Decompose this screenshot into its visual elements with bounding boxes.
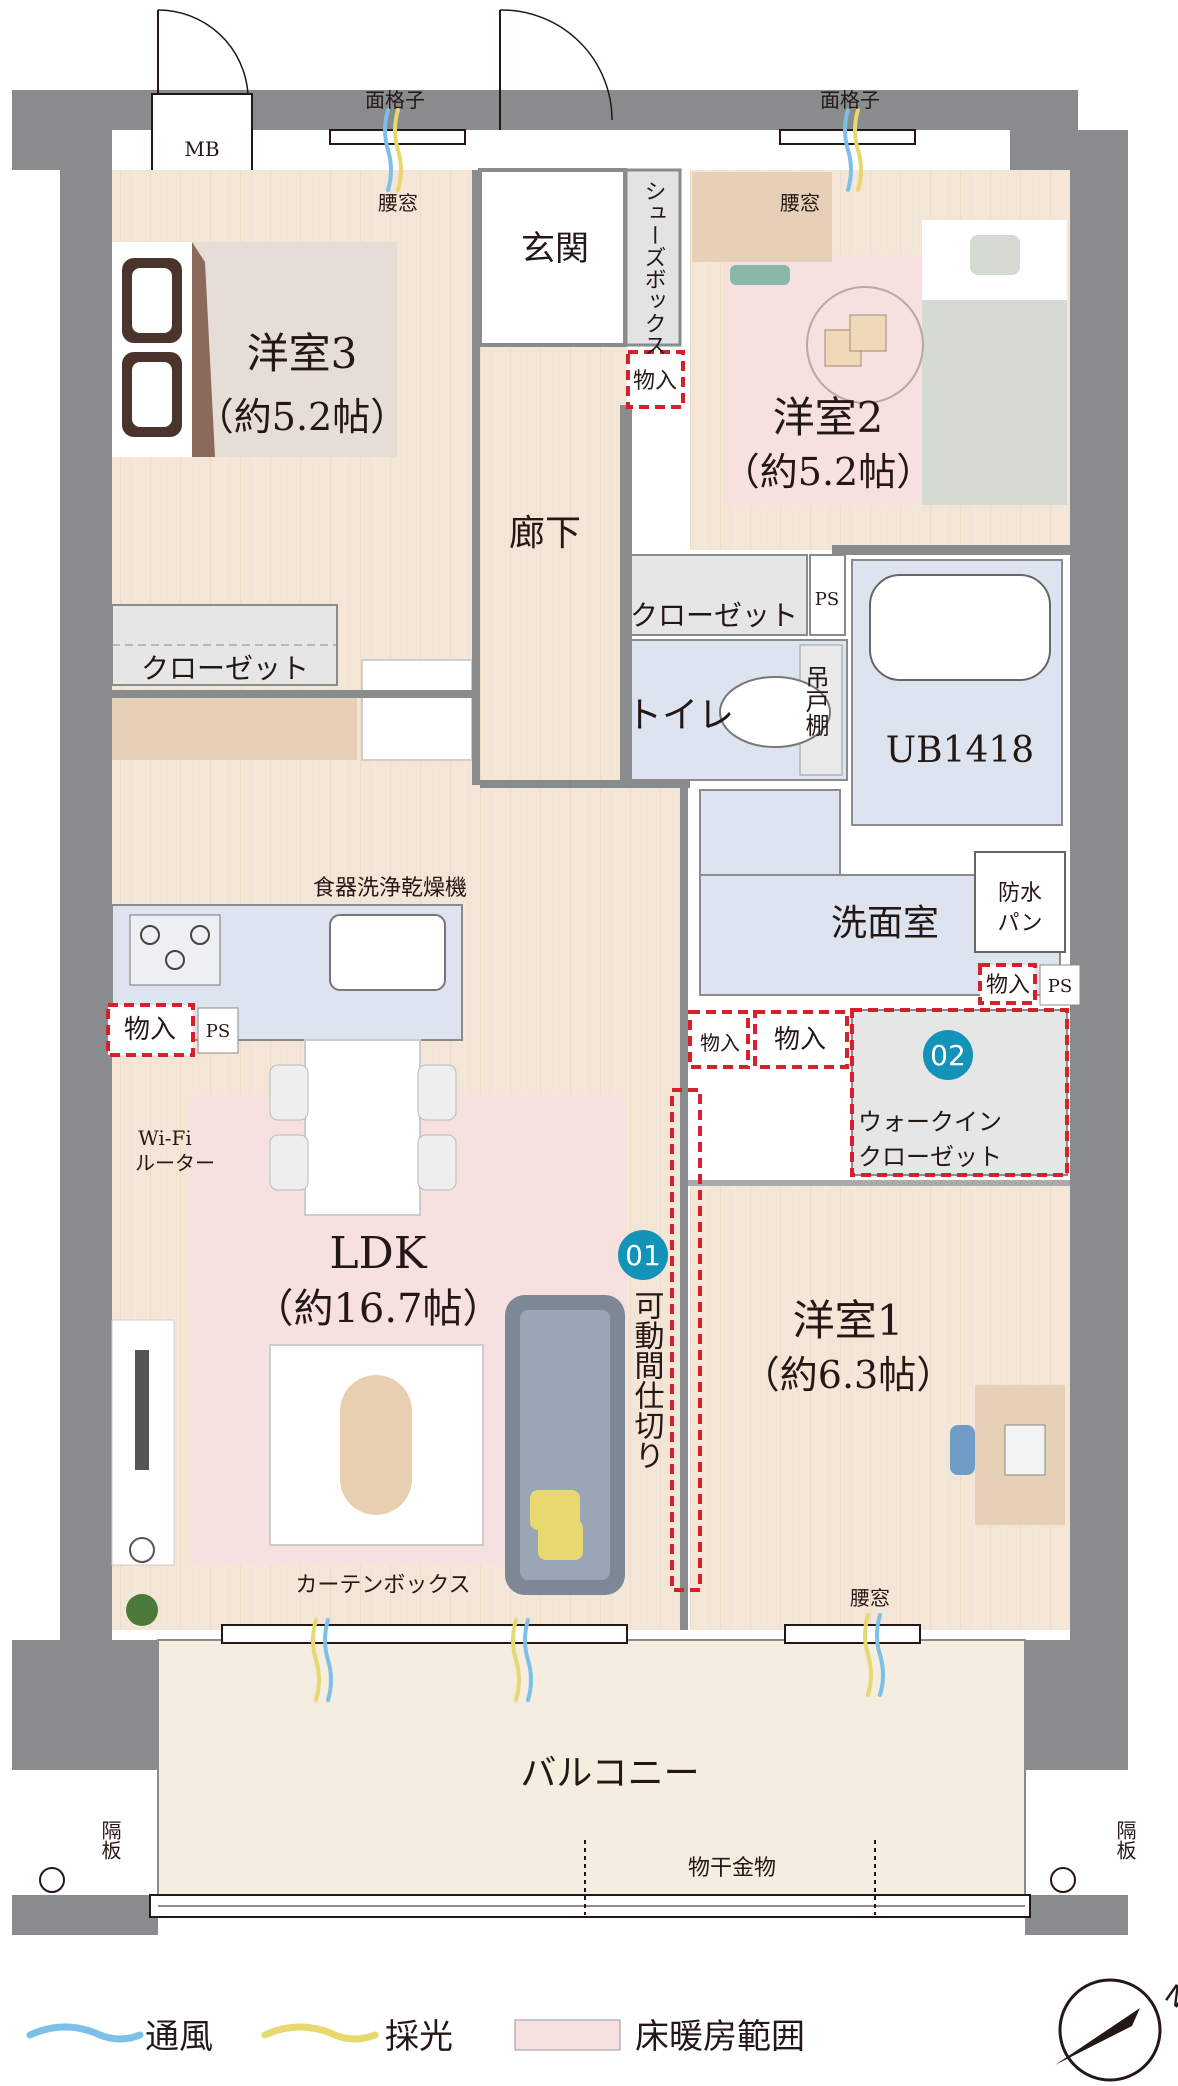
entrance-label: 玄関 (521, 229, 589, 269)
storage-boxes (626, 350, 1037, 1069)
closet-room2-label: クローゼット (630, 599, 798, 632)
curtain-box-label: カーテンボックス (295, 1573, 470, 1598)
walk-in-closet-line2: クローゼット (858, 1143, 1002, 1171)
balcony (39, 1639, 1076, 1918)
room3-name: 洋室3 (247, 329, 358, 378)
bath-label: UB1418 (886, 730, 1034, 771)
storage-entrance-label: 物入 (633, 369, 677, 394)
waterproof-pan-line1: 防水 (998, 881, 1042, 906)
daylight-swatch (261, 2023, 379, 2043)
storage-washroom-label: 物入 (986, 973, 1030, 998)
partition-board-left: 隔板 (98, 1820, 122, 1860)
room3-furniture (111, 242, 473, 761)
closet-room3-label: クローゼット (141, 652, 309, 685)
partition-board-right: 隔板 (1113, 1820, 1137, 1860)
exterior-walls (12, 90, 1128, 1935)
washroom-label: 洗面室 (831, 903, 939, 944)
ldk-name: LDK (329, 1228, 427, 1279)
compass-needle-icon (1055, 2008, 1140, 2065)
ldk-size: （約16.7帖） (253, 1286, 502, 1332)
storage-kitchen-label: 物入 (124, 1015, 176, 1045)
walk-in-closet-line1: ウォークイン (858, 1108, 1002, 1136)
ventilation-swatch (26, 2023, 144, 2043)
lattice-right-label: 面格子 (820, 88, 880, 112)
storage-mid-label: 物入 (774, 1025, 826, 1055)
room2-furniture (692, 172, 1067, 505)
badge-02-text: 02 (930, 1039, 966, 1072)
entrance (478, 9, 682, 347)
room2-size: （約5.2帖） (722, 450, 934, 494)
wifi-label-line1: Wi-Fi (138, 1126, 192, 1150)
movable-partition (670, 1088, 702, 1592)
ps-label-kitchen: PS (206, 1021, 230, 1042)
hallway-label: 廊下 (509, 513, 581, 554)
legend-ventilation-label: 通風 (145, 2017, 213, 2057)
dishwasher-label: 食器洗浄乾燥機 (313, 876, 467, 901)
drying-rack-label: 物干金物 (688, 1856, 776, 1881)
badge-01-text: 01 (625, 1239, 661, 1272)
hanging-shelf-label: 吊戸棚 (801, 665, 829, 737)
ldk-furniture (111, 1039, 625, 1626)
badge-01 (618, 1230, 668, 1280)
room1-size: （約6.3帖） (742, 1353, 954, 1397)
waist-window-room1-label: 腰窓 (850, 1586, 890, 1610)
legend (26, 2019, 621, 2051)
storage-small-label: 物入 (700, 1031, 740, 1055)
movable-partition-label: 可動間仕切り (629, 1290, 665, 1470)
ps-label-upper: PS (815, 589, 839, 610)
shoe-box-label: シューズボックス (641, 180, 666, 356)
compass-north-label: N (1159, 1979, 1178, 2015)
waterproof-pan-line2: パン (997, 911, 1042, 936)
room1-name: 洋室1 (793, 1296, 904, 1345)
toilet-label: トイレ (626, 695, 734, 736)
interior-walls (112, 170, 1070, 1630)
room1-furniture (950, 1385, 1065, 1525)
waist-window-left-label: 腰窓 (378, 191, 418, 215)
room3-size: （約5.2帖） (196, 395, 408, 439)
room2-name: 洋室2 (773, 393, 884, 442)
lattice-left-label: 面格子 (365, 88, 425, 112)
mb-label: MB (184, 137, 219, 161)
compass (1055, 1978, 1162, 2082)
balcony-label: バルコニー (520, 1753, 699, 1794)
badge-02 (923, 1030, 973, 1080)
ps-label-washroom: PS (1048, 976, 1072, 997)
floor-heating-swatch (514, 2019, 621, 2051)
wet-area (626, 554, 1081, 1006)
waist-window-right-label: 腰窓 (780, 191, 820, 215)
airflow-arrows (311, 108, 885, 1702)
wifi-label-line2: ルーター (135, 1151, 215, 1175)
kitchen (106, 904, 463, 1057)
legend-floor-heating-label: 床暖房範囲 (635, 2017, 805, 2057)
badges (618, 1030, 973, 1280)
legend-daylight-label: 採光 (385, 2017, 453, 2057)
